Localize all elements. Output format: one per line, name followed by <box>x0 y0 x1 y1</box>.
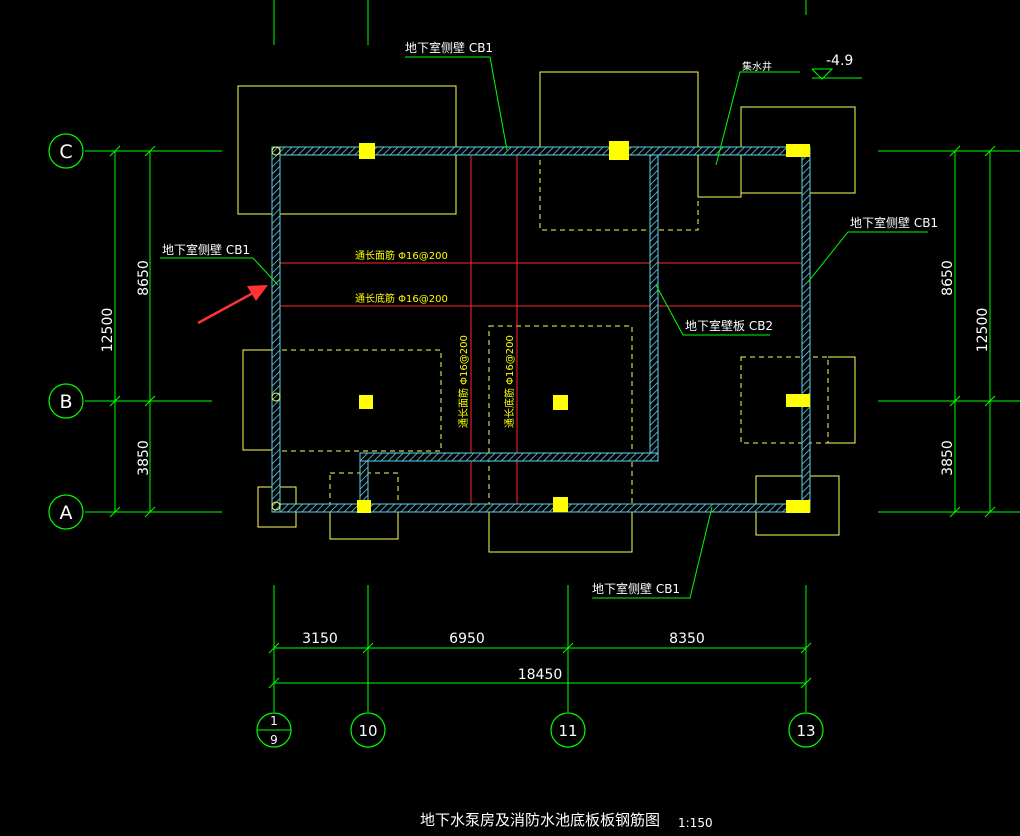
axis-bubble-10: 10 <box>350 712 386 748</box>
label-wall-bottom: 地下室侧壁 CB1 <box>592 581 680 596</box>
axis-label-10: 10 <box>358 722 377 740</box>
dim-left-upper: 8650 <box>136 260 152 296</box>
dim-bottom-total: 18450 <box>518 667 563 683</box>
axis-bubble-13: 13 <box>788 712 824 748</box>
grid-lines <box>85 0 1020 712</box>
red-arrow-annotation <box>197 285 268 325</box>
dimension-ticks <box>109 145 996 689</box>
drawing-title: 地下水泵房及消防水池底板板钢筋图 <box>420 811 660 829</box>
dim-right-total: 12500 <box>975 308 991 353</box>
label-wall-top: 地下室侧壁 CB1 <box>405 40 493 55</box>
wall-labels: 地下室侧壁 CB1 地下室侧壁 CB1 地下室侧壁 CB1 地下室壁板 CB2 … <box>162 40 938 596</box>
label-wall-left: 地下室侧壁 CB1 <box>162 242 250 257</box>
dim-left-total: 12500 <box>100 308 116 353</box>
axis-label-c: C <box>59 141 72 163</box>
axis-label-b: B <box>59 391 72 413</box>
columns <box>357 141 810 513</box>
dim-bottom-seg3: 8350 <box>669 631 705 647</box>
dim-bottom-seg2: 6950 <box>449 631 485 647</box>
axis-bubble-11: 11 <box>550 712 586 748</box>
rebar-label-h-bottom: 通长底筋 Φ16@200 <box>355 292 448 305</box>
rebar-label-v-top: 通长面筋 Φ16@200 <box>457 335 470 428</box>
rebar-label-h-top: 通长面筋 Φ16@200 <box>355 249 448 262</box>
label-sump: 集水井 <box>742 60 772 73</box>
axis-bubble-a: A <box>48 494 84 530</box>
axis-label-11: 11 <box>558 722 577 740</box>
dim-right-lower: 3850 <box>940 440 956 476</box>
label-elevation: -4.9 <box>826 53 853 69</box>
rebar-lines <box>278 155 803 504</box>
drawing-scale: 1:150 <box>678 816 713 830</box>
axis-label-9: 9 <box>270 733 278 747</box>
axis-bubble-1-9: 1 9 <box>256 712 292 748</box>
axis-bubble-b: B <box>48 383 84 419</box>
label-wall-inner: 地下室壁板 CB2 <box>685 318 773 333</box>
dim-left-lower: 3850 <box>136 440 152 476</box>
footing-outlines <box>237 71 856 553</box>
axis-label-a: A <box>60 502 73 524</box>
axis-label-1: 1 <box>270 714 278 728</box>
axis-label-13: 13 <box>796 722 815 740</box>
dim-right-upper: 8650 <box>940 260 956 296</box>
dim-bottom-seg1: 3150 <box>302 631 338 647</box>
corner-markers <box>271 146 281 511</box>
axis-bubble-c: C <box>48 133 84 169</box>
rebar-labels: 通长面筋 Φ16@200 通长底筋 Φ16@200 通长面筋 Φ16@200 通… <box>355 249 516 428</box>
leader-lines <box>160 56 928 599</box>
label-wall-right: 地下室侧壁 CB1 <box>850 215 938 230</box>
rebar-label-v-bottom: 通长底筋 Φ16@200 <box>503 335 516 428</box>
